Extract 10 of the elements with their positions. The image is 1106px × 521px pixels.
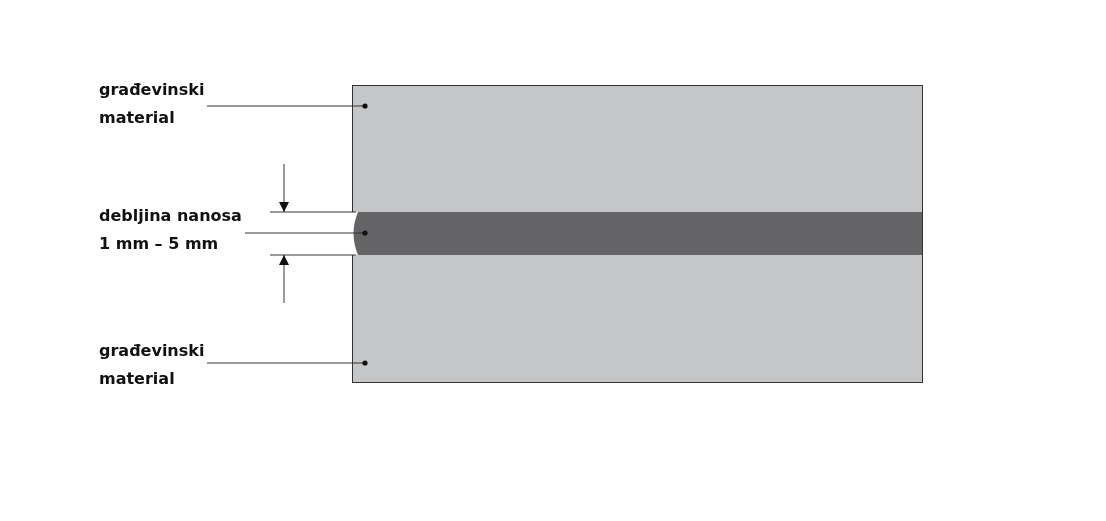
label-text: građevinski material <box>99 79 206 129</box>
label-text: debljina nanosa <box>99 205 243 227</box>
leader-line <box>244 230 368 236</box>
leader-line <box>206 360 368 366</box>
building-material-layer <box>352 255 923 383</box>
label-text: građevinski material <box>99 340 206 390</box>
adhesive-layer <box>352 212 923 255</box>
building-material-layer <box>352 85 923 212</box>
label-text: 1 mm – 5 mm <box>99 233 220 255</box>
leader-line <box>206 103 368 109</box>
